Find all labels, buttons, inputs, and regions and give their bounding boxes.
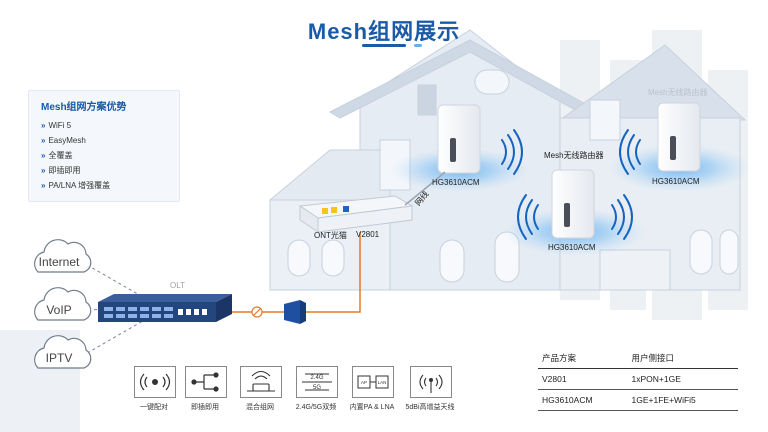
feature-label: 即插即用 <box>191 404 219 411</box>
table-row: HG3610ACM 1GE+1FE+WiFi5 <box>538 389 738 411</box>
cloud-voip-label: VoIP <box>46 303 72 317</box>
chevron-right-icon: » <box>41 136 46 145</box>
title-underline-dot <box>414 44 422 47</box>
feature-label: 2.4G/5G双频 <box>295 404 337 411</box>
feature-label: 内置PA & LNA <box>349 404 395 411</box>
chevron-right-icon: » <box>41 166 46 175</box>
table-header: 用户侧接口 <box>627 348 738 369</box>
ont-label: ONT光猫 <box>314 231 347 240</box>
router-model-label: HG3610ACM <box>548 243 596 252</box>
olt-device <box>98 294 232 322</box>
chip-a-text: AP <box>361 380 367 385</box>
splitter-icon <box>284 300 306 324</box>
chevron-right-icon: » <box>41 151 46 160</box>
table-row: V2801 1xPON+1GE <box>538 368 738 390</box>
product-spec-table: 产品方案 用户侧接口 V2801 1xPON+1GE HG3610ACM 1GE… <box>538 348 738 411</box>
router-model-label: HG3610ACM <box>652 177 700 186</box>
ethernet-cable <box>404 171 446 206</box>
mesh-router-3 <box>657 102 701 172</box>
list-item: »即插即用 <box>41 166 81 175</box>
chevron-right-icon: » <box>41 181 46 190</box>
mesh-router-1 <box>437 104 481 174</box>
list-item: »PA/LNA 增强覆盖 <box>41 181 111 190</box>
advantages-panel: Mesh组网方案优势 »WiFi 5 »EasyMesh »全覆盖 »即插即用 … <box>28 90 180 202</box>
advantages-title: Mesh组网方案优势 <box>41 102 127 113</box>
ont-device <box>298 195 414 233</box>
ont-model-label: V2801 <box>356 230 380 239</box>
pa-lna-chip-icon: AP LAN <box>352 366 394 398</box>
band-a-text: 2.4G <box>310 375 323 381</box>
table-cell: 1xPON+1GE <box>627 368 738 390</box>
dual-band-icon: 2.4G 5G <box>296 366 338 398</box>
fiber-break-icon <box>251 306 263 318</box>
feature-label: 混合组网 <box>246 404 274 411</box>
table-cell: V2801 <box>538 368 628 390</box>
table-cell: HG3610ACM <box>538 389 628 411</box>
table-header: 产品方案 <box>538 348 628 369</box>
wifi-arcs <box>501 129 641 240</box>
chip-b-text: LAN <box>378 380 387 385</box>
clouds <box>34 239 92 369</box>
one-click-pairing-icon <box>134 366 176 398</box>
title-underline <box>362 44 406 47</box>
mesh-router-2 <box>551 169 595 239</box>
table-cell: 1GE+1FE+WiFi5 <box>627 389 738 411</box>
chevron-right-icon: » <box>41 121 46 130</box>
list-item: »WiFi 5 <box>41 121 72 130</box>
hybrid-network-icon <box>240 366 282 398</box>
watermark-label: Mesh无线路由器 <box>648 88 708 97</box>
advantages-list: »WiFi 5 »EasyMesh »全覆盖 »即插即用 »PA/LNA 增强覆… <box>41 118 110 193</box>
list-item: »全覆盖 <box>41 151 73 160</box>
cloud-internet-label: Internet <box>38 255 80 269</box>
list-item: »EasyMesh <box>41 136 86 145</box>
band-b-text: 5G <box>313 385 321 391</box>
table-header-row: 产品方案 用户侧接口 <box>538 348 738 369</box>
olt-label: OLT <box>170 281 185 290</box>
feature-label: 5dBi高增益天线 <box>405 404 455 411</box>
plug-and-play-icon <box>185 366 227 398</box>
cloud-iptv-label: IPTV <box>45 351 73 365</box>
high-gain-antenna-icon <box>410 366 452 398</box>
mesh-router-label: Mesh无线路由器 <box>544 151 604 160</box>
feature-label: 一键配对 <box>140 404 168 411</box>
router-model-label: HG3610ACM <box>432 178 480 187</box>
page-title: Mesh组网展示 <box>307 19 461 44</box>
